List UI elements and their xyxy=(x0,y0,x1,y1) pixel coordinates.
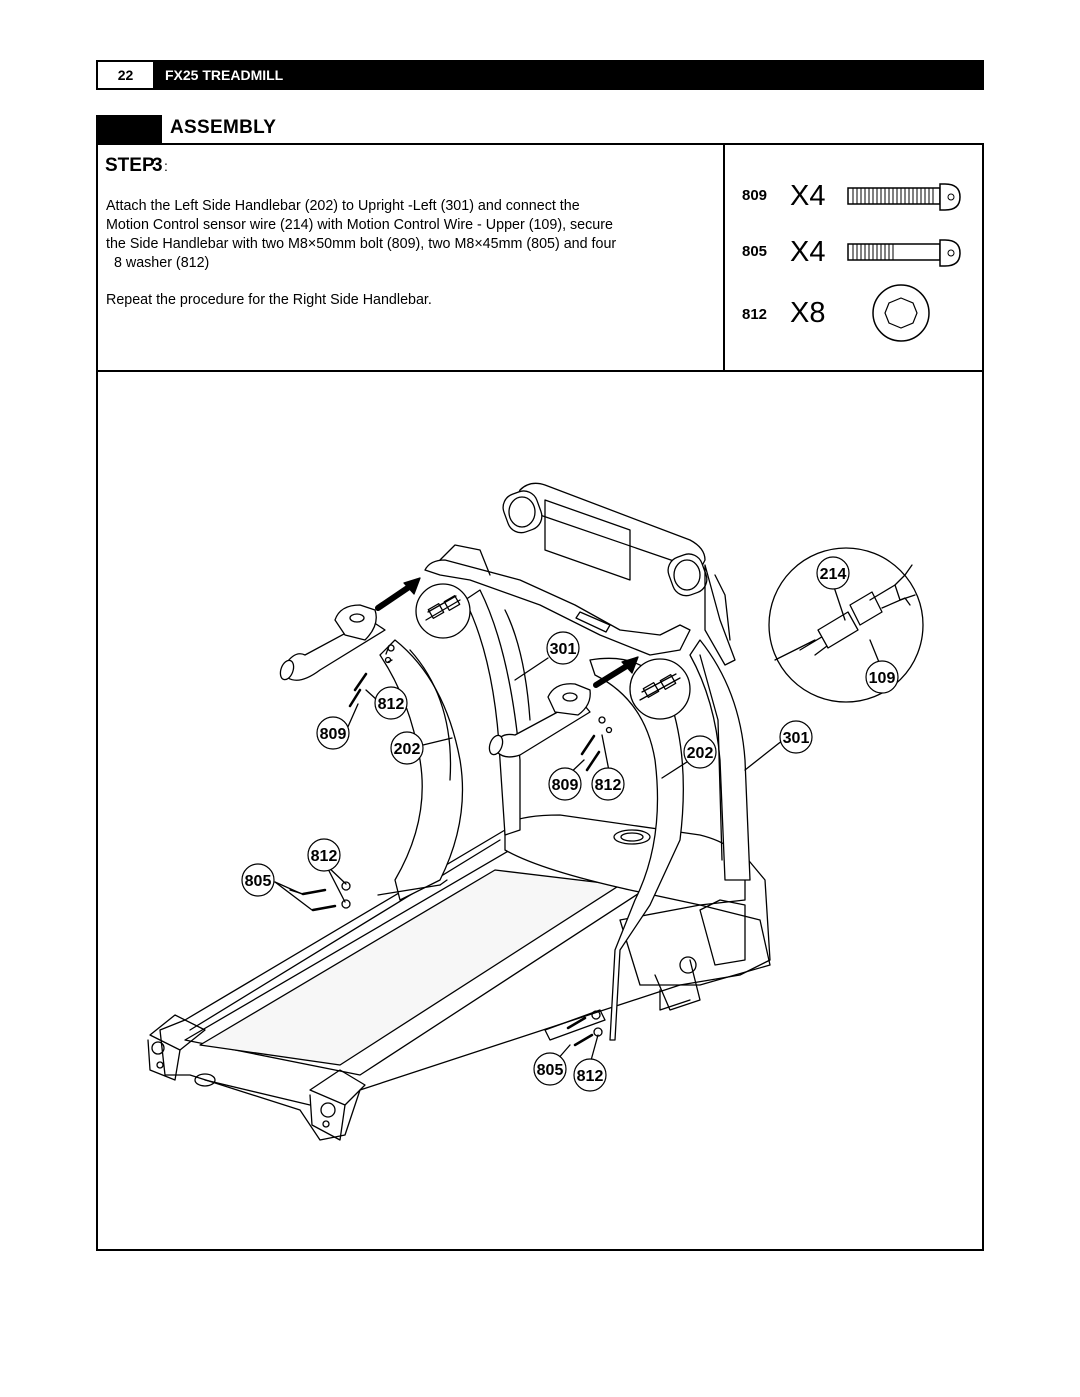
callout-202-handlebar: 202 xyxy=(390,731,424,765)
instruction-divider xyxy=(723,143,725,372)
svg-text:812: 812 xyxy=(595,777,622,794)
callout-812-washer: 812 xyxy=(573,1058,607,1092)
hardware-quantity: X4 xyxy=(790,180,826,212)
callout-109-wire-upper: 109 xyxy=(865,660,899,694)
svg-text:812: 812 xyxy=(378,696,405,713)
hardware-quantity: X8 xyxy=(790,297,826,329)
step-instructions: Attach the Left Side Handlebar (202) to … xyxy=(106,197,716,273)
callout-809-bolt: 809 xyxy=(548,767,582,801)
long-bolt-icon xyxy=(847,183,961,211)
callout-301-upright: 301 xyxy=(546,631,580,665)
callout-301-upright: 301 xyxy=(779,720,813,754)
callout-809-bolt: 809 xyxy=(316,716,350,750)
callout-214-sensor-wire: 214 xyxy=(816,556,850,590)
svg-text:812: 812 xyxy=(577,1068,604,1085)
hardware-code: 812 xyxy=(742,306,768,323)
hardware-code: 805 xyxy=(742,243,768,260)
instruction-line: 8 washer (812) xyxy=(106,255,210,271)
callout-202-handlebar: 202 xyxy=(683,735,717,769)
page-number: 22 xyxy=(98,62,153,88)
repeat-instruction: Repeat the procedure for the Right Side … xyxy=(106,292,432,308)
hardware-code: 809 xyxy=(742,187,768,204)
step-colon: : xyxy=(164,158,168,174)
step-number: 3 xyxy=(152,155,163,176)
short-bolt-icon xyxy=(847,239,961,267)
instruction-line: Motion Control sensor wire (214) with Mo… xyxy=(106,217,613,233)
washer-icon xyxy=(872,284,930,342)
svg-text:301: 301 xyxy=(783,730,810,747)
callout-812-washer: 812 xyxy=(307,838,341,872)
section-marker xyxy=(96,115,162,143)
svg-text:109: 109 xyxy=(869,670,896,687)
svg-text:202: 202 xyxy=(394,741,421,758)
diagram-box xyxy=(96,370,984,1251)
callout-805-bolt: 805 xyxy=(241,863,275,897)
callout-805-bolt: 805 xyxy=(533,1052,567,1086)
svg-text:809: 809 xyxy=(320,726,347,743)
svg-text:214: 214 xyxy=(820,566,847,583)
document-title: FX25 TREADMILL xyxy=(153,62,982,88)
svg-text:805: 805 xyxy=(537,1062,564,1079)
svg-text:202: 202 xyxy=(687,745,714,762)
instruction-line: the Side Handlebar with two M8×50mm bolt… xyxy=(106,236,617,252)
callout-812-washer: 812 xyxy=(591,767,625,801)
page-header: 22 FX25 TREADMILL xyxy=(96,60,984,90)
section-title: ASSEMBLY xyxy=(170,117,277,138)
svg-text:809: 809 xyxy=(552,777,579,794)
svg-text:301: 301 xyxy=(550,641,577,658)
callout-812-washer: 812 xyxy=(374,686,408,720)
svg-text:805: 805 xyxy=(245,873,272,890)
step-label: STEP xyxy=(105,155,155,176)
hardware-quantity: X4 xyxy=(790,236,826,268)
svg-text:812: 812 xyxy=(311,848,338,865)
instruction-line: Attach the Left Side Handlebar (202) to … xyxy=(106,198,580,214)
